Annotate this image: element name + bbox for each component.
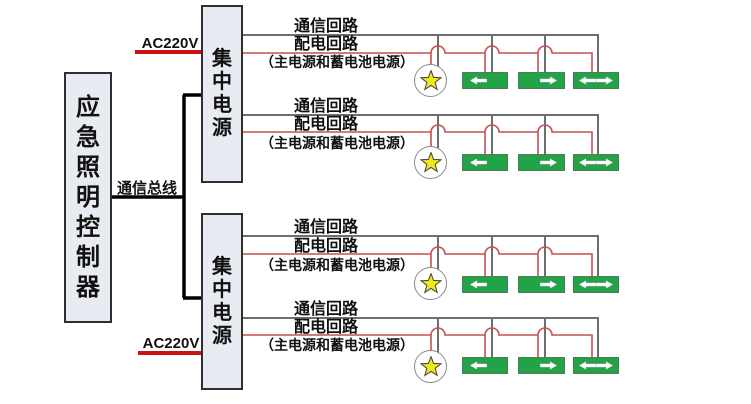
exit-sign-left bbox=[462, 276, 508, 293]
loop2-comm-label: 通信回路 bbox=[293, 98, 358, 115]
left-arrow-icon bbox=[579, 76, 596, 85]
left-arrow-icon bbox=[470, 361, 487, 370]
controller-label: 应急照明控制器 bbox=[76, 93, 100, 301]
comm-loop-line-3 bbox=[243, 235, 599, 279]
ac-input-label-top: AC220V bbox=[141, 35, 199, 52]
left-arrow-icon bbox=[579, 158, 596, 167]
right-arrow-icon bbox=[596, 280, 613, 289]
exit-sign-both bbox=[573, 154, 619, 171]
power-loop-line-2 bbox=[243, 124, 593, 157]
power-supply-box-1: 集中电源 bbox=[201, 5, 243, 183]
right-arrow-icon bbox=[596, 76, 613, 85]
star-icon bbox=[419, 355, 442, 377]
loop4-source-note: （主电源和蓄电池电源） bbox=[260, 337, 414, 353]
emergency-lamp bbox=[414, 350, 447, 383]
left-arrow-icon bbox=[470, 280, 487, 289]
star-icon bbox=[419, 69, 442, 91]
controller-box: 应急照明控制器 bbox=[64, 72, 112, 323]
loop4-power-label: 配电回路 bbox=[293, 319, 358, 336]
right-arrow-icon bbox=[540, 76, 557, 85]
emergency-lamp bbox=[414, 64, 447, 97]
loop2-source-note: （主电源和蓄电池电源） bbox=[260, 135, 414, 151]
power-supply-label-1: 集中电源 bbox=[212, 48, 232, 139]
star-icon bbox=[419, 272, 442, 294]
right-arrow-icon bbox=[596, 361, 613, 370]
left-arrow-icon bbox=[579, 280, 596, 289]
exit-sign-right bbox=[518, 72, 565, 89]
loop2-power-label: 配电回路 bbox=[293, 116, 358, 133]
emergency-lamp bbox=[414, 267, 447, 300]
emergency-lamp bbox=[414, 146, 447, 179]
exit-sign-both bbox=[573, 357, 619, 374]
right-arrow-icon bbox=[540, 361, 557, 370]
loop3-power-label: 配电回路 bbox=[293, 238, 358, 255]
loop1-power-label: 配电回路 bbox=[293, 36, 358, 53]
power-supply-label-2: 集中电源 bbox=[212, 255, 232, 347]
loop1-comm-label: 通信回路 bbox=[293, 18, 358, 35]
loop4-comm-label: 通信回路 bbox=[293, 301, 358, 318]
star-icon bbox=[419, 151, 442, 173]
comm-bus-label: 通信总线 bbox=[116, 180, 177, 197]
right-arrow-icon bbox=[540, 158, 557, 167]
power-supply-box-2: 集中电源 bbox=[201, 213, 243, 390]
loop3-comm-label: 通信回路 bbox=[293, 219, 358, 236]
ac-input-label-bottom: AC220V bbox=[142, 335, 200, 352]
exit-sign-left bbox=[462, 357, 508, 374]
exit-sign-right bbox=[518, 276, 565, 293]
exit-sign-right bbox=[518, 154, 565, 171]
loop1-source-note: （主电源和蓄电池电源） bbox=[260, 54, 414, 70]
right-arrow-icon bbox=[540, 280, 557, 289]
comm-loop-line-1 bbox=[243, 34, 599, 75]
exit-sign-both bbox=[573, 276, 619, 293]
exit-sign-right bbox=[518, 357, 565, 374]
exit-sign-left bbox=[462, 154, 508, 171]
exit-sign-both bbox=[573, 72, 619, 89]
comm-bus-line bbox=[112, 93, 202, 300]
loop3-source-note: （主电源和蓄电池电源） bbox=[260, 257, 414, 273]
comm-loop-line-2 bbox=[243, 114, 599, 157]
power-loop-line-1 bbox=[243, 45, 593, 75]
left-arrow-icon bbox=[579, 361, 596, 370]
left-arrow-icon bbox=[470, 158, 487, 167]
power-loop-line-3 bbox=[243, 246, 593, 279]
exit-sign-left bbox=[462, 72, 508, 89]
power-loop-line-4 bbox=[243, 327, 593, 360]
comm-loop-line-4 bbox=[243, 317, 599, 360]
left-arrow-icon bbox=[470, 76, 487, 85]
right-arrow-icon bbox=[596, 158, 613, 167]
